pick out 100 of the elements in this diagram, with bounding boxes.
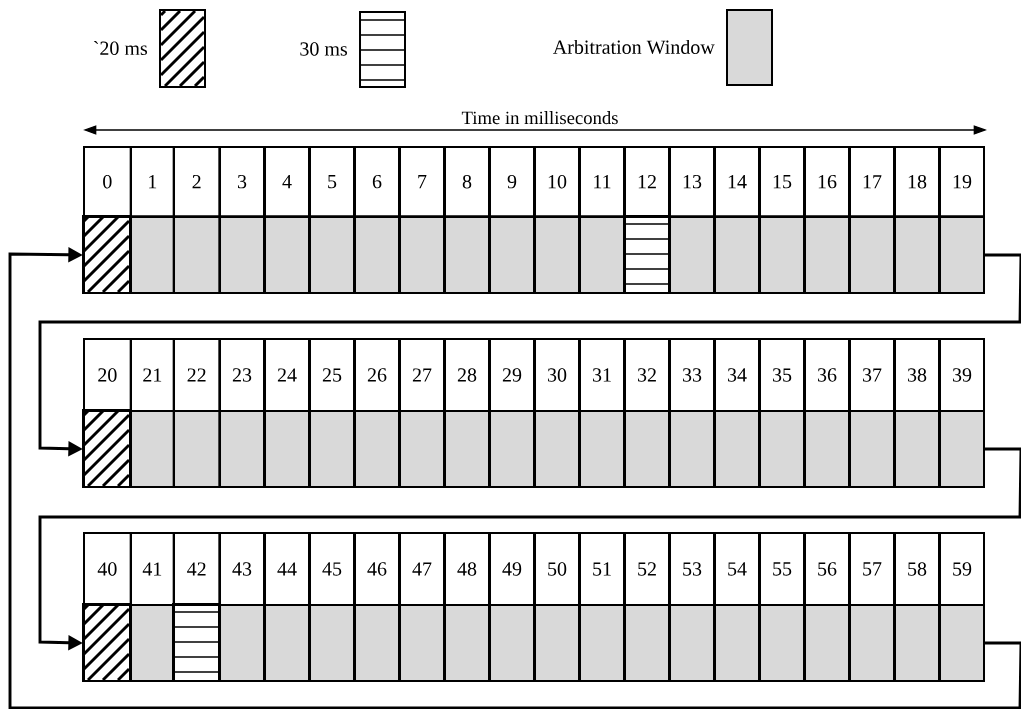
hatched-slot — [82, 409, 132, 488]
arbitration-slot — [714, 410, 760, 488]
arbitration-slot — [173, 410, 221, 488]
time-cell: 23 — [219, 338, 265, 412]
time-cell: 39 — [939, 338, 985, 412]
arbitration-slot — [534, 604, 580, 682]
time-cell: 58 — [894, 532, 940, 606]
time-cell: 53 — [669, 532, 715, 606]
time-cell: 28 — [444, 338, 490, 412]
time-cell: 38 — [894, 338, 940, 412]
arbitration-slot — [173, 216, 221, 294]
arbitration-slot — [130, 216, 175, 294]
time-cell: 24 — [264, 338, 310, 412]
arbitration-slot — [219, 410, 265, 488]
time-cell: 12 — [624, 146, 670, 218]
arbitration-slot — [804, 216, 850, 294]
arbitration-slot — [130, 604, 175, 682]
time-cell: 0 — [83, 146, 132, 218]
arbitration-slot — [264, 216, 310, 294]
arbitration-slot — [849, 216, 895, 294]
arbitration-slot — [939, 410, 985, 488]
legend-label: `20 ms — [93, 40, 147, 56]
arbitration-slot — [354, 410, 400, 488]
time-cell: 3 — [219, 146, 265, 218]
time-cell: 9 — [489, 146, 535, 218]
time-cell: 19 — [939, 146, 985, 218]
time-cell: 32 — [624, 338, 670, 412]
legend-label: 30 ms — [300, 42, 347, 56]
time-cell: 55 — [759, 532, 805, 606]
time-cell: 6 — [354, 146, 400, 218]
arbitration-slot — [354, 604, 400, 682]
arbitration-slot — [354, 216, 400, 294]
time-cell: 7 — [399, 146, 445, 218]
time-cell: 20 — [83, 338, 132, 412]
time-cell: 34 — [714, 338, 760, 412]
arbitration-slot — [714, 216, 760, 294]
time-cell: 13 — [669, 146, 715, 218]
arbitration-slot — [939, 216, 985, 294]
arbitration-slot — [309, 410, 355, 488]
arbitration-slot — [759, 216, 805, 294]
arbitration-slot — [444, 604, 490, 682]
time-cell: 33 — [669, 338, 715, 412]
time-cell: 52 — [624, 532, 670, 606]
time-cell: 42 — [173, 532, 221, 606]
arbitration-slot — [849, 604, 895, 682]
arbitration-slot — [669, 604, 715, 682]
arbitration-slot — [669, 410, 715, 488]
time-cell: 59 — [939, 532, 985, 606]
time-cell: 48 — [444, 532, 490, 606]
time-cell: 15 — [759, 146, 805, 218]
time-cell: 10 — [534, 146, 580, 218]
time-cell: 45 — [309, 532, 355, 606]
time-cell: 46 — [354, 532, 400, 606]
arbitration-slot — [804, 604, 850, 682]
arbitration-slot — [579, 410, 625, 488]
arbitration-slot — [489, 410, 535, 488]
arbitration-slot — [399, 604, 445, 682]
arbitration-slot — [309, 216, 355, 294]
time-cell: 49 — [489, 532, 535, 606]
hatched-slot — [82, 215, 132, 294]
time-cell: 21 — [130, 338, 175, 412]
arbitration-slot — [444, 410, 490, 488]
time-cell: 11 — [579, 146, 625, 218]
arbitration-slot — [804, 410, 850, 488]
arbitration-slot — [579, 216, 625, 294]
time-cell: 35 — [759, 338, 805, 412]
arbitration-slot — [624, 410, 670, 488]
time-cell: 14 — [714, 146, 760, 218]
time-cell: 2 — [173, 146, 221, 218]
time-cell: 54 — [714, 532, 760, 606]
time-cell: 25 — [309, 338, 355, 412]
arbitration-slot — [849, 410, 895, 488]
arbitration-slot — [939, 604, 985, 682]
arbitration-slot — [624, 604, 670, 682]
time-cell: 5 — [309, 146, 355, 218]
arbitration-slot — [579, 604, 625, 682]
time-cell: 43 — [219, 532, 265, 606]
time-cell: 31 — [579, 338, 625, 412]
arbitration-slot — [219, 216, 265, 294]
time-cell: 8 — [444, 146, 490, 218]
arbitration-slot — [489, 216, 535, 294]
time-cell: 16 — [804, 146, 850, 218]
time-cell: 37 — [849, 338, 895, 412]
connector-arrow — [8, 247, 1021, 709]
time-cell: 1 — [130, 146, 175, 218]
time-cell: 36 — [804, 338, 850, 412]
time-cell: 18 — [894, 146, 940, 218]
arbitration-slot — [130, 410, 175, 488]
arbitration-slot — [894, 216, 940, 294]
time-cell: 4 — [264, 146, 310, 218]
arbitration-slot — [894, 410, 940, 488]
hatched-slot — [82, 603, 132, 682]
arbitration-slot — [264, 604, 310, 682]
striped-slot — [623, 215, 670, 294]
time-cell: 17 — [849, 146, 895, 218]
time-cell: 47 — [399, 532, 445, 606]
time-cell: 57 — [849, 532, 895, 606]
time-cell: 30 — [534, 338, 580, 412]
arbitration-slot — [399, 410, 445, 488]
arbitration-slot — [444, 216, 490, 294]
